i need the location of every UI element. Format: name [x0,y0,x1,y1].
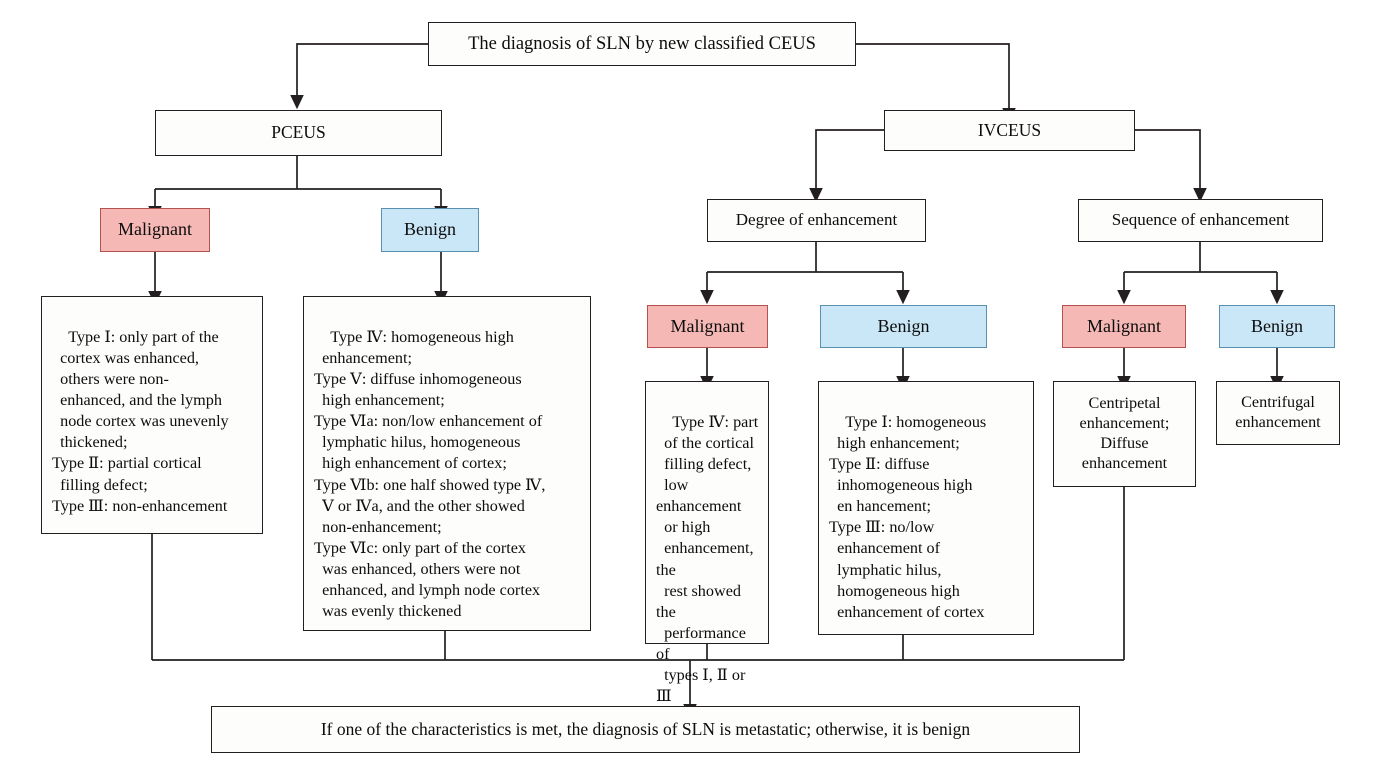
wire-ivceus-left [809,129,884,203]
details-sequence-malignant-text: Centripetal enhancement; Diffuse enhance… [1079,394,1170,472]
chip-pceus-malignant-label: Malignant [118,219,192,240]
chip-sequence-benign[interactable]: Benign [1219,305,1335,348]
details-pceus-benign-text: Type Ⅳ: homogeneous high enhancement; Ty… [314,328,546,620]
node-ivceus[interactable]: IVCEUS [884,110,1135,151]
node-pceus[interactable]: PCEUS [155,110,442,156]
details-pceus-benign[interactable]: Type Ⅳ: homogeneous high enhancement; Ty… [303,296,591,631]
details-pceus-malignant-text: Type Ⅰ: only part of the cortex was enha… [52,328,229,515]
chip-degree-benign[interactable]: Benign [820,305,987,348]
chip-pceus-benign-label: Benign [404,219,456,240]
node-pceus-label: PCEUS [271,122,326,143]
details-pceus-malignant[interactable]: Type Ⅰ: only part of the cortex was enha… [41,296,263,534]
node-ivceus-label: IVCEUS [977,119,1042,140]
wire-title-to-ivceus [856,43,1016,123]
wire-ivceus-right [1135,129,1207,203]
chip-degree-benign-label: Benign [877,315,930,336]
chip-degree-malignant-label: Malignant [670,315,745,336]
details-degree-benign-text: Type Ⅰ: homogeneous high enhancement; Ty… [829,413,987,621]
wire-title-to-pceus [290,43,428,110]
node-degree-of-enhancement-label: Degree of enhancement [735,210,898,230]
chip-pceus-benign[interactable]: Benign [381,208,479,252]
details-sequence-benign[interactable]: Centrifugal enhancement [1216,381,1340,445]
details-degree-benign[interactable]: Type Ⅰ: homogeneous high enhancement; Ty… [818,381,1034,635]
chip-pceus-malignant[interactable]: Malignant [100,208,210,252]
node-conclusion-label: If one of the characteristics is met, th… [320,718,971,739]
details-sequence-benign-text: Centrifugal enhancement [1235,393,1321,431]
node-conclusion[interactable]: If one of the characteristics is met, th… [211,706,1080,753]
details-sequence-malignant[interactable]: Centripetal enhancement; Diffuse enhance… [1053,381,1196,487]
chip-sequence-benign-label: Benign [1251,315,1303,336]
node-root-diagnosis[interactable]: The diagnosis of SLN by new classified C… [428,22,856,66]
details-degree-malignant[interactable]: Type Ⅳ: part of the cortical filling def… [645,381,769,705]
node-sequence-of-enhancement-label: Sequence of enhancement [1111,210,1290,230]
node-degree-of-enhancement[interactable]: Degree of enhancement [707,199,926,242]
details-degree-malignant-text: Type Ⅳ: part of the cortical filling def… [656,413,759,705]
node-sequence-of-enhancement[interactable]: Sequence of enhancement [1078,199,1323,242]
chip-degree-malignant[interactable]: Malignant [647,305,768,348]
node-root-diagnosis-label: The diagnosis of SLN by new classified C… [468,33,816,54]
chip-sequence-malignant[interactable]: Malignant [1062,305,1186,348]
chip-sequence-malignant-label: Malignant [1087,315,1161,336]
